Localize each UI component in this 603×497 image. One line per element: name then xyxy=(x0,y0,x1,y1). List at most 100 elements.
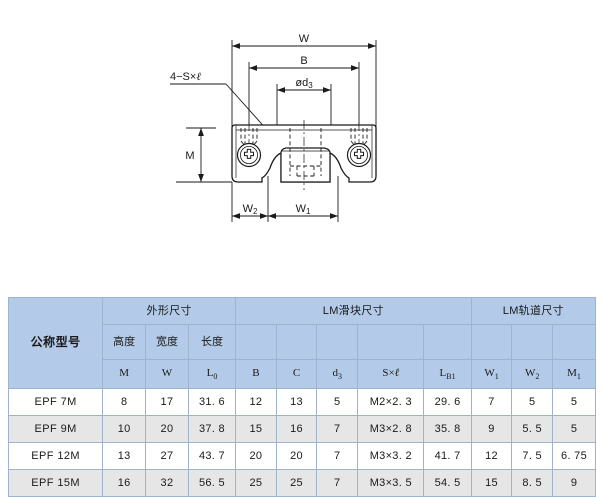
table-head: 公称型号 外形尺寸 LM滑块尺寸 LM轨道尺寸 高度 宽度 长度 xyxy=(7,297,597,389)
sym-base-8: W xyxy=(484,366,495,379)
sym-base-4: C xyxy=(292,366,301,379)
cell-LB1: 29. 6 xyxy=(423,388,472,416)
cell-W2: 7. 5 xyxy=(511,442,554,470)
sym-base-1: W xyxy=(161,366,173,379)
header-cell-b-cn xyxy=(235,324,277,360)
cell-SxL: M3×2. 8 xyxy=(357,415,425,443)
dim-label-height: M xyxy=(185,150,194,162)
cell-C: 25 xyxy=(275,469,318,497)
header-cell-w2-cn xyxy=(511,324,554,360)
cell-M: 13 xyxy=(102,442,147,470)
cell-SxL: M2×2. 3 xyxy=(357,388,425,416)
cell-W2: 8. 5 xyxy=(511,469,554,497)
cell-d3: 7 xyxy=(316,415,359,443)
cell-M1: 5 xyxy=(552,388,596,416)
cell-M: 8 xyxy=(102,388,147,416)
header-symbol-B: B xyxy=(235,359,277,389)
symbol-header-row: M W L0 B C d3 S×ℓ xyxy=(9,359,596,389)
cell-B: 20 xyxy=(235,442,277,470)
header-symbol-d3: d3 xyxy=(316,359,359,389)
sym-base-7: L xyxy=(439,366,447,379)
header-symbol-W: W xyxy=(145,359,189,389)
header-symbol-SxL: S×ℓ xyxy=(357,359,425,389)
header-cell-c-cn xyxy=(275,324,318,360)
header-symbol-W1: W1 xyxy=(470,359,513,389)
specification-table-container: 公称型号 外形尺寸 LM滑块尺寸 LM轨道尺寸 高度 宽度 长度 xyxy=(7,297,597,497)
cell-LB1: 41. 7 xyxy=(423,442,472,470)
thread-callout-label: 4−S×ℓ xyxy=(170,71,201,83)
linear-guide-cross-section-svg: W B ød3 M W2 W1 4−S×ℓ xyxy=(170,33,377,222)
cell-M1: 9 xyxy=(552,469,596,497)
cell-W1: 15 xyxy=(470,469,513,497)
cell-W1: 12 xyxy=(470,442,513,470)
cell-C: 13 xyxy=(275,388,318,416)
leader-line xyxy=(170,83,269,132)
cell-d3: 5 xyxy=(316,388,359,416)
group-header-row: 公称型号 外形尺寸 LM滑块尺寸 LM轨道尺寸 xyxy=(7,297,597,389)
cell-model: EPF 9M xyxy=(7,415,104,443)
sym-base-9: W xyxy=(525,366,536,379)
cell-d3: 7 xyxy=(316,469,359,497)
cell-B: 25 xyxy=(235,469,277,497)
rail-width-sub: 1 xyxy=(306,207,311,216)
sym-base-5: d xyxy=(332,366,339,379)
header-cell-d3-cn xyxy=(316,324,359,360)
cell-W1: 9 xyxy=(470,415,513,443)
cell-SxL: M3×3. 5 xyxy=(357,469,425,497)
sym-sub-8: 1 xyxy=(494,371,499,381)
sym-ital-6: ℓ xyxy=(394,366,400,379)
rail-profile xyxy=(280,147,331,183)
cell-LB1: 54. 5 xyxy=(423,469,472,497)
dim-label-edge-offset: W2 xyxy=(243,203,258,216)
counterbore-dia-base: ød xyxy=(295,77,308,89)
cell-M: 16 xyxy=(102,469,147,497)
cell-W: 20 xyxy=(145,415,189,443)
sym-base-3: B xyxy=(252,366,260,379)
dim-label-rail-width: W1 xyxy=(296,203,311,216)
cell-C: 20 xyxy=(275,442,318,470)
thread-callout-ell: ℓ xyxy=(196,71,201,83)
cell-L0: 56. 5 xyxy=(187,469,237,497)
group-header-rail-dims: LM轨道尺寸 xyxy=(470,297,597,325)
counterbore-dia-sub: 3 xyxy=(308,81,313,90)
sym-base-10: M xyxy=(567,366,577,379)
header-symbol-W2: W2 xyxy=(511,359,554,389)
cell-W2: 5 xyxy=(511,388,554,416)
group-header-outline-dims: 外形尺寸 xyxy=(102,297,237,325)
rail-width-base: W xyxy=(296,203,307,215)
header-symbol-M1: M1 xyxy=(552,359,596,389)
cell-model: EPF 15M xyxy=(7,469,104,497)
sym-sub-9: 2 xyxy=(535,371,540,381)
cell-M1: 5 xyxy=(552,415,596,443)
cell-B: 12 xyxy=(235,388,277,416)
table-body: EPF 7M 8 17 31. 6 12 13 5 M2×2. 3 29. 6 … xyxy=(7,388,596,497)
cell-M: 10 xyxy=(102,415,147,443)
cell-L0: 37. 8 xyxy=(187,415,237,443)
header-cell-length-cn: 长度 xyxy=(187,324,237,360)
sym-sub-2: 0 xyxy=(213,371,218,381)
header-cell-w1-cn xyxy=(470,324,513,360)
cell-M1: 6. 75 xyxy=(552,442,596,470)
cell-model: EPF 7M xyxy=(7,388,104,416)
model-header-label: 公称型号 xyxy=(30,335,81,350)
cell-LB1: 35. 8 xyxy=(423,415,472,443)
sym-sub-5: 3 xyxy=(338,371,342,381)
cell-W1: 7 xyxy=(470,388,513,416)
screw-left xyxy=(236,142,262,168)
sym-sub-10: 1 xyxy=(576,371,581,381)
header-cell-model: 公称型号 xyxy=(7,297,104,389)
dimension-lines xyxy=(198,43,376,219)
header-symbol-M: M xyxy=(102,359,147,389)
header-cell-m1-cn xyxy=(552,324,596,360)
cell-L0: 43. 7 xyxy=(187,442,237,470)
specification-table: 公称型号 外形尺寸 LM滑块尺寸 LM轨道尺寸 高度 宽度 长度 xyxy=(7,297,597,497)
sym-base-6: S× xyxy=(382,366,395,379)
screw-right xyxy=(346,142,372,168)
hidden-lines xyxy=(240,128,368,177)
cell-model: EPF 12M xyxy=(7,442,104,470)
sym-base-2: L xyxy=(206,366,214,379)
technical-drawing: W B ød3 M W2 W1 4−S×ℓ xyxy=(170,33,377,222)
sym-sub-7: B1 xyxy=(446,371,456,381)
header-symbol-L0: L0 xyxy=(187,359,237,389)
table-row: EPF 9M 10 20 37. 8 15 16 7 M3×2. 8 35. 8… xyxy=(7,415,596,443)
